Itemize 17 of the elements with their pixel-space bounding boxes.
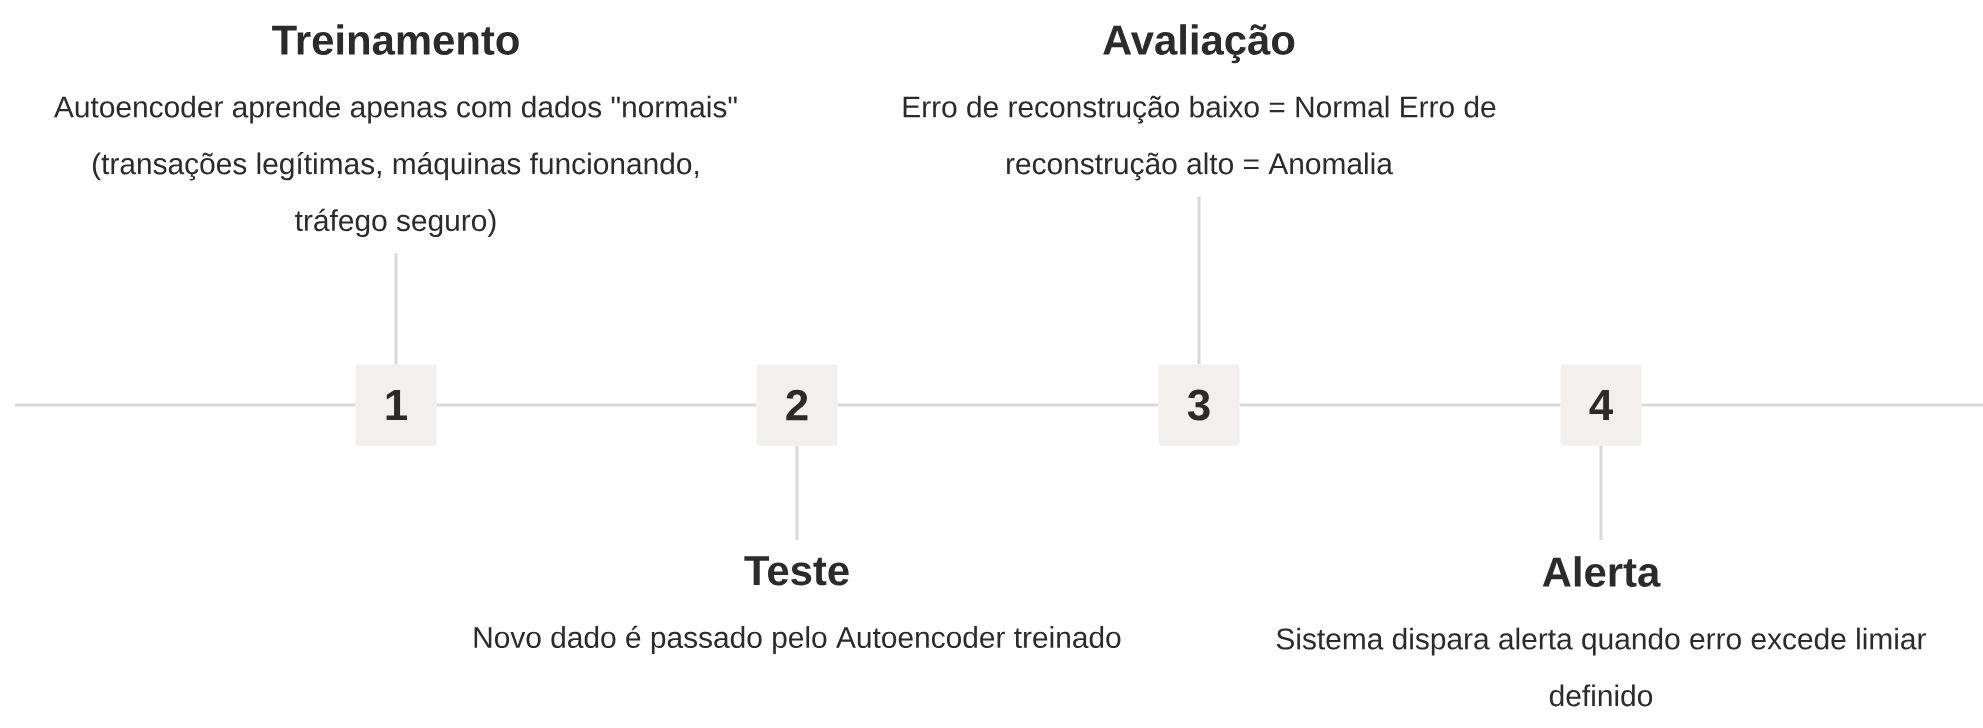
- connector-line: [1599, 445, 1603, 540]
- description-text: Alerta Sistema dispara alerta quando erro excede limiar definido: [1276, 556, 1926, 707]
- timeline-line: [1239, 403, 1561, 407]
- timeline-line: [436, 403, 757, 407]
- timeline-line: [15, 403, 356, 407]
- timeline-line: [1641, 403, 1983, 407]
- description-text: Teste Novo dado é passado pelo Autoencoder treinado: [474, 556, 1121, 654]
- connector-line: [1197, 196, 1201, 365]
- connector-line: [394, 253, 398, 365]
- connector-line: [795, 445, 799, 540]
- description-text: Treinamento Autoencoder aprende apenas com dados "normais" (transações legítimas, máquinas funcionando, tráfego seguro): [54, 24, 737, 238]
- number-box: 2: [756, 364, 838, 446]
- timeline-line: [837, 403, 1159, 407]
- number-box: 1: [355, 364, 437, 446]
- number-box: 3: [1158, 364, 1240, 446]
- description-text: Avaliação Erro de reconstrução baixo = Normal Erro de reconstrução alto = Anomalia: [903, 24, 1496, 181]
- number-box: 4: [1560, 364, 1642, 446]
